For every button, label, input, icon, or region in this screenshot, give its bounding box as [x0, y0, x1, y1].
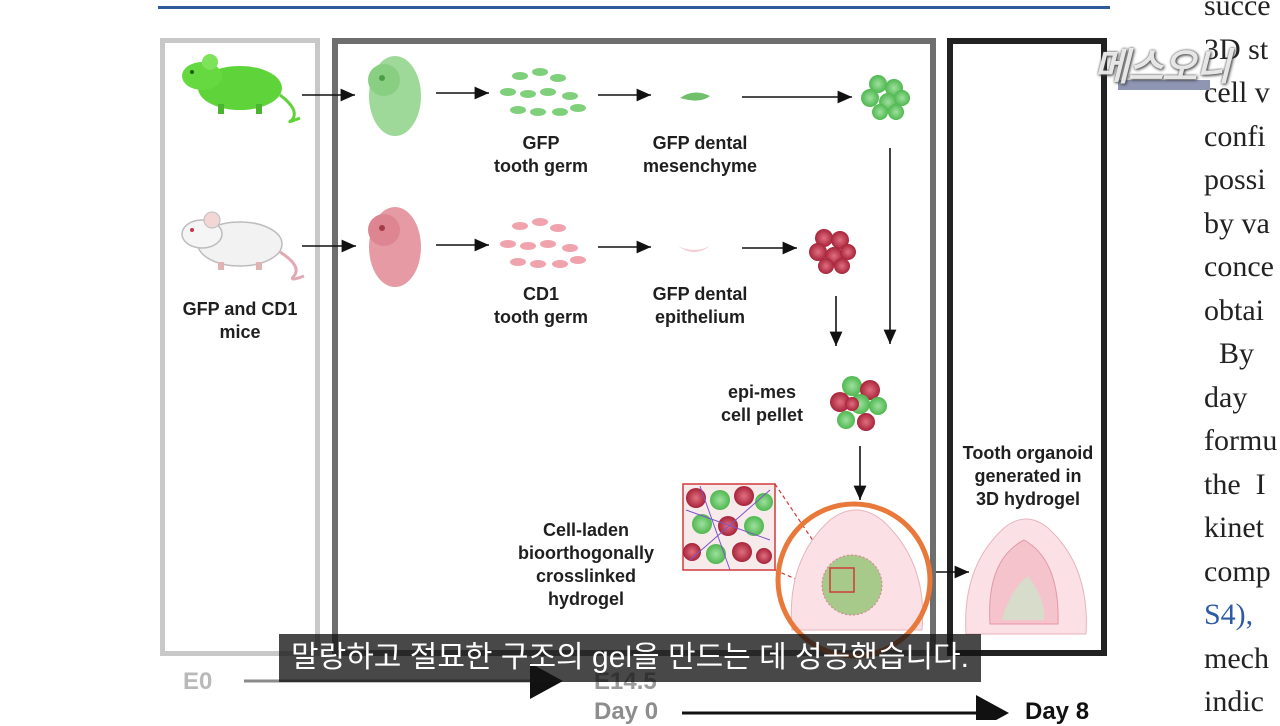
gfp-mouse-icon [182, 54, 301, 124]
hydrogel-zoom-inset [682, 483, 831, 595]
text-line: succe [1204, 0, 1271, 22]
mixed-cell-pellet-icon [830, 376, 887, 431]
text-line: possi [1204, 163, 1266, 196]
gfp-mesenchyme-icon [680, 92, 710, 101]
cd1-tooth-germ-icon [500, 218, 586, 268]
text-line: cell v [1204, 76, 1270, 109]
hydrogel-dome-icon [790, 509, 924, 631]
stage-day8: Day 8 [1025, 698, 1090, 725]
stage-day0: Day 0 [594, 698, 659, 725]
video-subtitle: 말랑하고 절묘한 구조의 gel을 만드는 데 성공했습니다. [279, 634, 981, 682]
paper-text-column: succe 3D st cell v confi possi by va con… [1204, 0, 1277, 724]
text-line: mech [1204, 641, 1269, 675]
gfp-embryo-icon [368, 56, 421, 136]
text-line: day [1204, 380, 1248, 414]
text-line: 3D st [1204, 32, 1269, 66]
text-line: by va [1204, 206, 1270, 240]
tooth-organoid-icon [965, 518, 1087, 635]
panel-result [947, 38, 1107, 656]
top-rule [158, 6, 1110, 9]
cd1-mouse-icon [181, 211, 305, 281]
text-line: kinet [1204, 511, 1264, 544]
text-line: indic [1204, 685, 1264, 718]
panel-source [160, 38, 320, 656]
green-cell-sphere-icon [861, 75, 910, 120]
figure-reference-link[interactable]: S4), [1204, 598, 1254, 631]
text-line: formu [1204, 424, 1278, 457]
watermark-bar [1118, 80, 1210, 90]
text-line: obtai [1204, 293, 1264, 327]
text-line: By [1204, 337, 1255, 370]
text-line: conce [1204, 250, 1274, 283]
stage-e0: E0 [183, 668, 213, 695]
text-line: comp [1204, 554, 1271, 588]
red-cell-sphere-icon [809, 229, 856, 274]
text-line: the I [1204, 467, 1266, 501]
gfp-epithelium-icon [678, 246, 710, 252]
text-line: confi [1204, 119, 1266, 153]
channel-watermark-logo: 메스오니 [1094, 47, 1231, 89]
cd1-embryo-icon [368, 207, 421, 287]
flow-arrows [302, 86, 969, 579]
gfp-tooth-germ-icon [500, 68, 586, 116]
